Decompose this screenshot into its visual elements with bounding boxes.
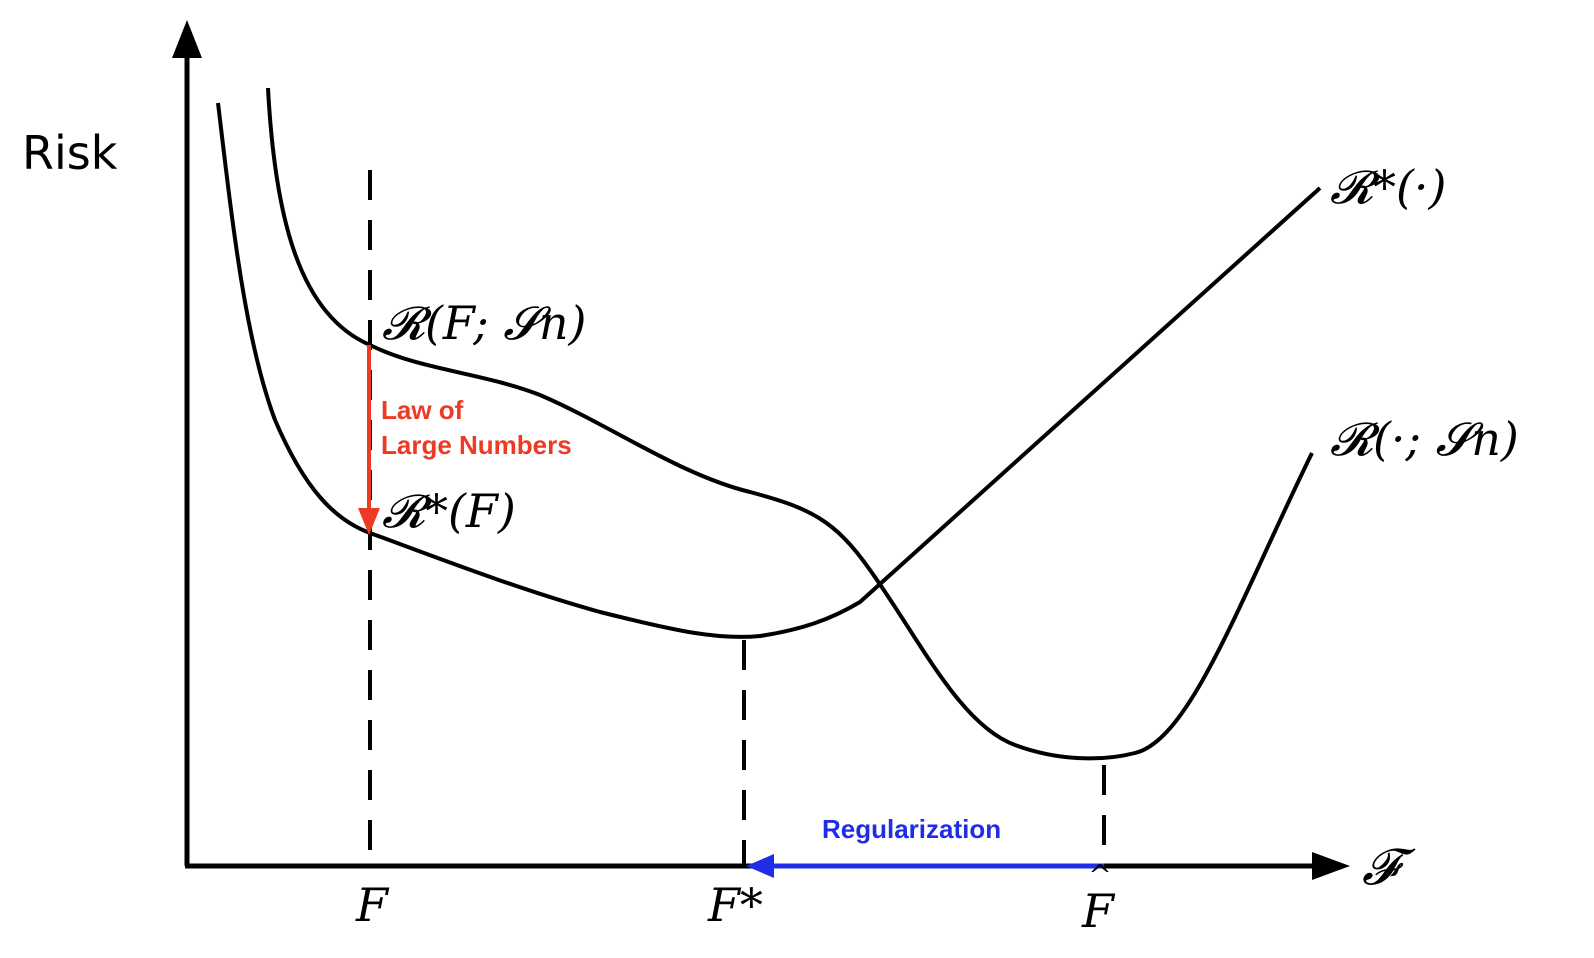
lln-arrow-head — [358, 508, 380, 535]
true-risk-curve-label: 𝓡*(·) — [1330, 160, 1447, 214]
true-risk-curve — [216, 102, 1322, 639]
tick-f-label: F — [356, 878, 388, 932]
lln-label-line1: Law of — [381, 395, 464, 425]
empirical-risk-curve-label: 𝓡(·; 𝓢n) — [1330, 412, 1519, 466]
x-axis-arrowhead — [1312, 852, 1350, 880]
lln-label-line2: Large Numbers — [381, 430, 572, 460]
regularization-label: Regularization — [822, 814, 1002, 844]
hat-accent: ^ — [1088, 859, 1112, 892]
regularization-arrow-head — [746, 854, 774, 878]
true-risk-at-f-label: 𝓡*(F) — [382, 484, 516, 538]
empirical-risk-at-f-label: 𝓡(F; 𝓢n) — [382, 296, 587, 350]
y-axis-label: Risk — [22, 126, 118, 180]
tick-f-hat-label: ^ F — [1082, 859, 1114, 939]
y-axis-arrowhead — [172, 20, 202, 58]
tick-f-hat-text: F — [1082, 884, 1114, 938]
tick-f-star-label: F* — [708, 878, 763, 932]
x-axis-label: 𝓕 — [1362, 838, 1399, 896]
